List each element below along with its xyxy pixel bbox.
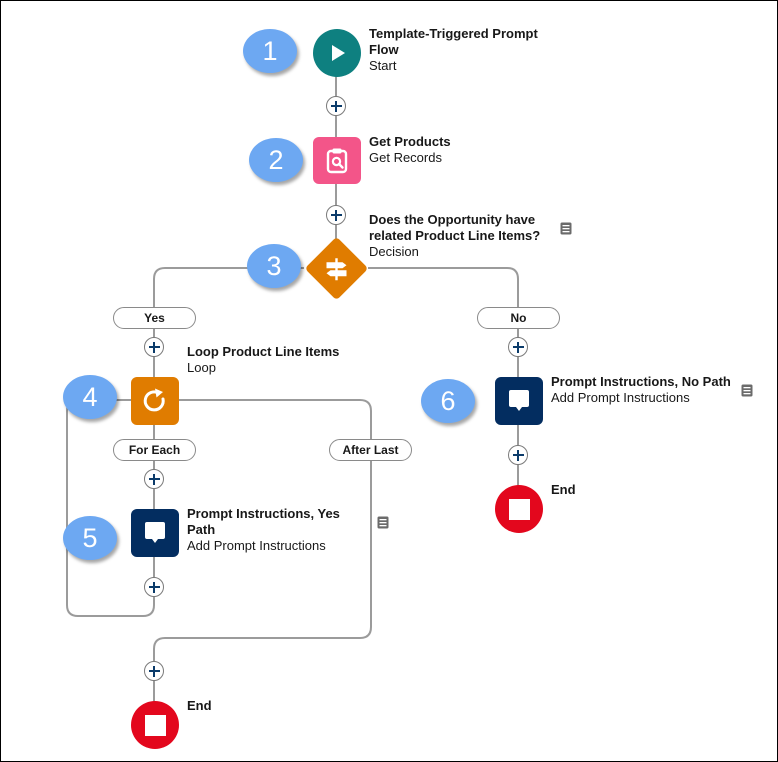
add-element-button[interactable] bbox=[144, 661, 164, 681]
step-badge-4: 4 bbox=[63, 375, 117, 419]
loop-subtitle: Loop bbox=[187, 360, 216, 375]
chat-icon bbox=[509, 390, 529, 411]
yes-branch-label[interactable]: Yes bbox=[113, 307, 196, 329]
prompt-no-node[interactable] bbox=[495, 377, 543, 425]
prompt-yes-subtitle: Add Prompt Instructions bbox=[187, 538, 326, 553]
prompt-yes-title: Prompt Instructions, Yes Path bbox=[187, 506, 340, 537]
description-icon[interactable] bbox=[377, 516, 389, 529]
description-icon[interactable] bbox=[560, 222, 572, 235]
start-node-subtitle: Start bbox=[369, 58, 397, 73]
start-node-label: Template-Triggered Prompt Flow Start bbox=[369, 26, 569, 74]
prompt-yes-node[interactable] bbox=[131, 509, 179, 557]
stop-icon bbox=[508, 498, 530, 520]
for-each-branch-label[interactable]: For Each bbox=[113, 439, 196, 461]
add-element-button[interactable] bbox=[326, 96, 346, 116]
end-left-title: End bbox=[187, 698, 212, 713]
play-icon bbox=[332, 45, 345, 61]
step-badge-1: 1 bbox=[243, 29, 297, 73]
no-branch-label[interactable]: No bbox=[477, 307, 560, 329]
end-node-left[interactable] bbox=[131, 701, 179, 749]
add-element-button[interactable] bbox=[144, 337, 164, 357]
end-left-label: End bbox=[187, 698, 212, 714]
prompt-no-label: Prompt Instructions, No Path Add Prompt … bbox=[551, 374, 731, 406]
add-element-button[interactable] bbox=[144, 469, 164, 489]
start-node[interactable] bbox=[313, 29, 361, 77]
add-element-button[interactable] bbox=[508, 337, 528, 357]
prompt-yes-label: Prompt Instructions, Yes Path Add Prompt… bbox=[187, 506, 367, 554]
add-element-button[interactable] bbox=[326, 205, 346, 225]
get-products-node[interactable] bbox=[313, 137, 361, 184]
decision-subtitle: Decision bbox=[369, 244, 419, 259]
loop-icon bbox=[143, 388, 165, 412]
add-element-button[interactable] bbox=[508, 445, 528, 465]
start-node-title: Template-Triggered Prompt Flow bbox=[369, 26, 538, 57]
loop-node[interactable] bbox=[131, 377, 179, 425]
chat-icon bbox=[145, 522, 165, 543]
get-products-title: Get Products bbox=[369, 134, 451, 149]
step-badge-2: 2 bbox=[249, 138, 303, 182]
description-icon[interactable] bbox=[741, 384, 753, 397]
prompt-no-subtitle: Add Prompt Instructions bbox=[551, 390, 690, 405]
loop-label: Loop Product Line Items Loop bbox=[187, 344, 387, 376]
get-products-subtitle: Get Records bbox=[369, 150, 442, 165]
add-element-button[interactable] bbox=[144, 577, 164, 597]
loop-title: Loop Product Line Items bbox=[187, 344, 340, 359]
end-node-right[interactable] bbox=[495, 485, 543, 533]
step-badge-5: 5 bbox=[63, 516, 117, 560]
signpost-icon bbox=[326, 257, 347, 280]
decision-label: Does the Opportunity have related Produc… bbox=[369, 212, 559, 260]
get-products-label: Get Products Get Records bbox=[369, 134, 569, 166]
stop-icon bbox=[144, 714, 166, 736]
step-badge-6: 6 bbox=[421, 379, 475, 423]
clipboard-search-icon bbox=[326, 148, 348, 173]
end-right-title: End bbox=[551, 482, 576, 497]
decision-node[interactable] bbox=[304, 236, 369, 301]
after-last-branch-label[interactable]: After Last bbox=[329, 439, 412, 461]
prompt-no-title: Prompt Instructions, No Path bbox=[551, 374, 731, 389]
step-badge-3: 3 bbox=[247, 244, 301, 288]
decision-title: Does the Opportunity have related Produc… bbox=[369, 212, 541, 243]
end-right-label: End bbox=[551, 482, 576, 498]
